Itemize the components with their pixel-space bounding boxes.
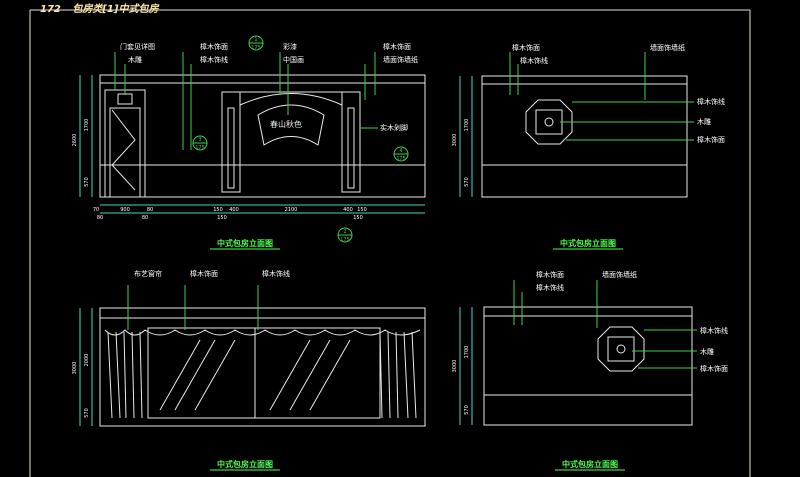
e1-column-left	[221, 91, 241, 193]
e4-label-6: 樟木饰面	[700, 364, 728, 373]
e1-caption: 中式包房立面图	[217, 238, 273, 248]
e4-label-1: 樟木饰面	[536, 270, 564, 279]
e3-label-1: 布艺窗帘	[134, 269, 162, 278]
e1-dim-b0: 70	[93, 207, 99, 213]
e4-label-4: 樟木饰线	[700, 326, 728, 335]
e3-curtain-right	[379, 331, 417, 419]
e3-caption: 中式包房立面图	[217, 459, 273, 469]
e1-dim-b4: 400	[229, 207, 239, 213]
e2-dim-l1: 1700	[464, 119, 470, 132]
e3-label-2: 樟木饰面	[190, 269, 218, 278]
e2-carving-inner	[535, 109, 563, 135]
e1-label-painting: 中国画	[283, 55, 304, 64]
elevation-4	[459, 280, 697, 426]
e1-dim-l2: 570	[84, 177, 90, 187]
e1-label-door: 门套见详图	[120, 42, 155, 51]
e1-wall-outline	[99, 74, 426, 198]
elevation-2	[459, 52, 694, 198]
e1-dim-c2: 150	[217, 215, 227, 221]
e1-dim-b3: 150	[213, 207, 223, 213]
e1-dim-c3: 150	[353, 215, 363, 221]
e1-label-panel: 樟木饰面	[200, 42, 228, 51]
e4-dim-l1: 1700	[464, 346, 470, 359]
e1-column-right-inner	[347, 107, 355, 189]
e3-dim-l1: 2000	[84, 354, 90, 367]
e1-dim-b5: 2100	[285, 207, 298, 213]
e1-column-left-inner	[227, 107, 235, 189]
e1-painting-text: 春山秋色	[270, 119, 302, 129]
e1-ref-top-num: 1	[254, 37, 257, 43]
e3-glass-hatch	[159, 339, 351, 411]
e1-dim-l1: 1700	[84, 119, 90, 132]
e4-label-3: 墙面饰墙纸	[602, 270, 637, 279]
e4-caption: 中式包房立面图	[562, 459, 618, 469]
elevation-1	[79, 35, 426, 243]
e4-label-5: 木雕	[700, 347, 714, 356]
e1-label-panel-right: 樟木饰面	[383, 42, 411, 51]
e4-wall-outline	[483, 306, 693, 426]
e2-dim-l2: 570	[464, 177, 470, 187]
e3-valance	[104, 329, 421, 336]
elevation-3	[79, 285, 426, 427]
e1-dim-c1: 80	[142, 215, 148, 221]
e4-label-2: 樟木饰线	[536, 283, 564, 292]
e1-label-trim: 樟木饰线	[200, 55, 228, 64]
e1-door-panel	[109, 107, 141, 198]
e2-dim-l0: 3000	[452, 134, 458, 147]
e2-label-3: 墙面饰墙纸	[650, 43, 685, 52]
e2-label-2: 樟木饰线	[520, 56, 548, 65]
e1-door-carving	[117, 93, 133, 105]
e1-fan-painting	[257, 104, 325, 146]
e1-dim-c0: 80	[97, 215, 103, 221]
e1-column-right	[341, 91, 361, 193]
e4-dim-l2: 570	[464, 405, 470, 415]
e3-dim-l0: 3000	[72, 362, 78, 375]
e1-dim-l0: 2600	[72, 134, 78, 147]
e1-ref-side-sheet: 175	[195, 145, 205, 151]
e2-caption: 中式包房立面图	[560, 238, 616, 248]
e4-carving-center	[616, 344, 626, 354]
e4-dim-l0: 3000	[452, 360, 458, 373]
e1-ref-right-sheet: 175	[396, 156, 406, 162]
e1-label-paint: 彩漆	[283, 42, 297, 51]
e1-door	[104, 89, 146, 198]
e2-carving-frame	[525, 99, 573, 145]
e1-door-zigzag	[111, 109, 136, 191]
e3-wall-outline	[99, 307, 426, 427]
e4-carving-inner	[607, 336, 635, 362]
e1-dim-b7: 150	[357, 207, 367, 213]
e2-wall-outline	[481, 75, 688, 198]
e1-label-wallpaper: 墙面饰墙纸	[383, 55, 418, 64]
e2-label-4: 樟木饰线	[697, 97, 725, 106]
e3-window	[147, 327, 381, 419]
e1-ref-right-num: 4	[399, 148, 402, 154]
e3-curtain-left	[107, 331, 143, 419]
e1-arch	[239, 93, 343, 106]
e1-ref-top-sheet: 175	[251, 45, 261, 51]
e1-label-skirting: 实木剁脚	[380, 123, 408, 132]
e1-ref-side-num: 3	[198, 137, 201, 143]
e2-carving-center	[544, 117, 554, 127]
e1-ref-bottom-num: 2	[343, 229, 346, 235]
e2-label-5: 木雕	[697, 117, 711, 126]
e1-label-carving: 木雕	[128, 55, 142, 64]
e3-dim-l2: 570	[84, 408, 90, 418]
e2-label-6: 樟木饰面	[697, 135, 725, 144]
e1-dim-b6: 400	[343, 207, 353, 213]
e4-carving-frame	[597, 326, 645, 372]
e1-ref-bottom-sheet: 175	[340, 237, 350, 243]
e1-dim-b2: 80	[147, 207, 153, 213]
e3-label-3: 樟木饰线	[262, 269, 290, 278]
e2-label-1: 樟木饰面	[512, 43, 540, 52]
e1-dim-b1: 900	[120, 207, 130, 213]
